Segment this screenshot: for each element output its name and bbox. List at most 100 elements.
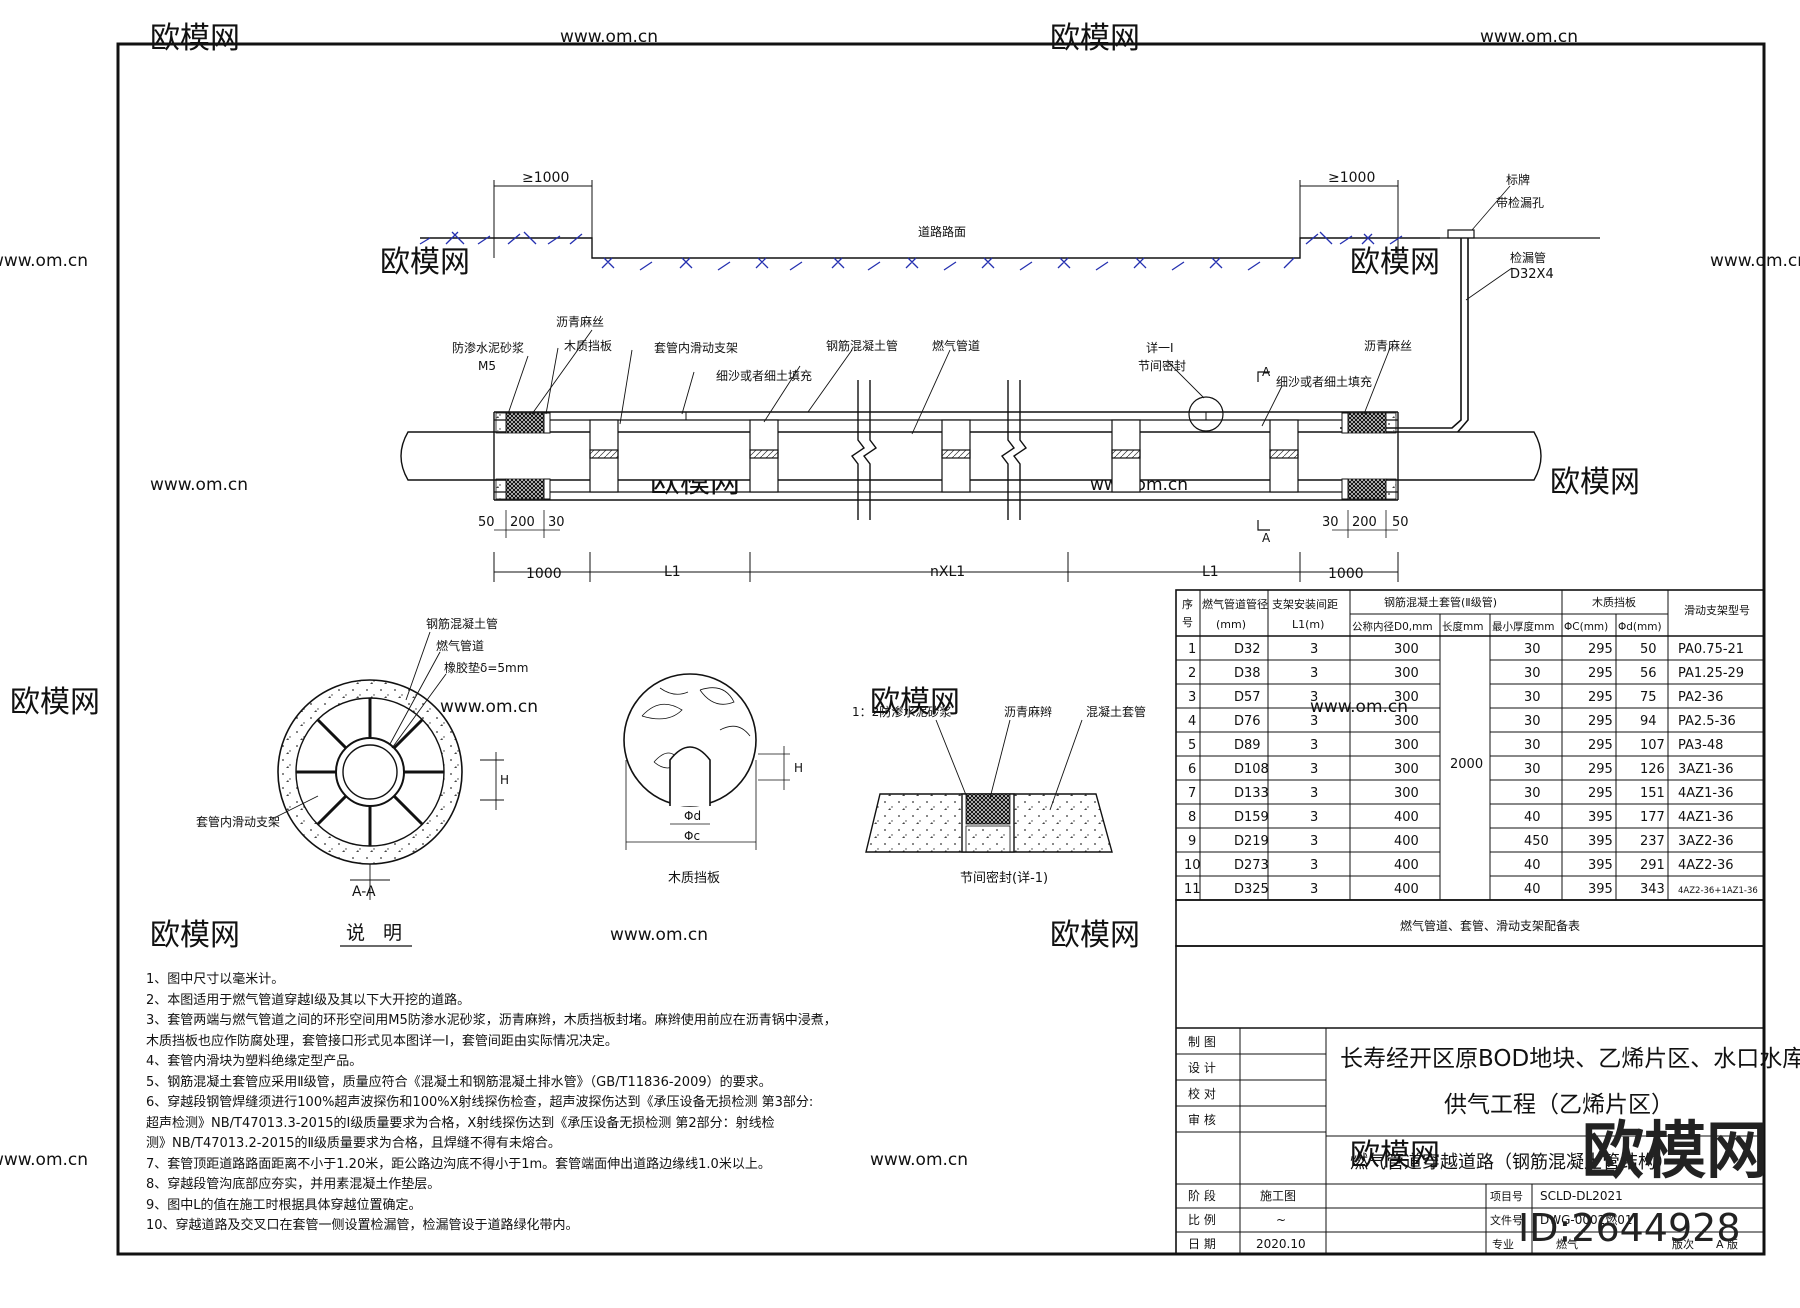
table-cell: 40 bbox=[1524, 858, 1541, 873]
project-name-line1: 长寿经开区原BOD地块、乙烯片区、水口水库片区 bbox=[1340, 1046, 1800, 1072]
wood-phi-c: Φc bbox=[684, 829, 700, 843]
joint-sleeve-label: 混凝土套管 bbox=[1086, 704, 1146, 719]
note-line: 7、套管顶距道路路面距离不小于1.20米，距公路边沟底不得小于1m。套管端面伸出… bbox=[146, 1156, 771, 1172]
table-cell: PA2-36 bbox=[1678, 690, 1723, 705]
table-cell: 3 bbox=[1310, 690, 1318, 705]
table-cell: D219 bbox=[1234, 834, 1269, 849]
table-cell: D57 bbox=[1234, 690, 1261, 705]
note-line: 6、穿越段钢管焊缝须进行100%超声波探伤和100%X射线探伤检查，超声波探伤达… bbox=[146, 1095, 814, 1110]
watermark-site-text: www.om.cn bbox=[870, 1150, 968, 1170]
table-cell: 177 bbox=[1640, 810, 1665, 825]
note-line: 10、穿越道路及交叉口在套管一侧设置检漏管，检漏管设于道路绿化带内。 bbox=[146, 1218, 579, 1233]
watermark-site-text: www.om.cn bbox=[1710, 251, 1800, 271]
major-label: 专业 bbox=[1492, 1237, 1514, 1251]
table-cell: 30 bbox=[1524, 642, 1541, 657]
section-aa bbox=[269, 631, 504, 900]
drawing-name: 燃气管道穿越道路（钢筋混凝土管结构） bbox=[1350, 1152, 1674, 1173]
table-cell: 94 bbox=[1640, 714, 1657, 729]
table-cell: 291 bbox=[1640, 858, 1665, 873]
elevation-view bbox=[400, 180, 1600, 582]
watermark-site-text: www.om.cn bbox=[560, 27, 658, 47]
table-cell: 30 bbox=[1524, 762, 1541, 777]
th-nominal-dia: 公称内径D0,mm bbox=[1352, 620, 1433, 633]
role-draw: 制 图 bbox=[1188, 1035, 1216, 1049]
spec-table-headers: 序 号 燃气管道管径 (mm) 支架安装间距 L1(m) 钢筋混凝土套管(Ⅱ级管… bbox=[1182, 595, 1750, 933]
watermark-site-text: www.om.cn bbox=[1480, 27, 1578, 47]
th-seq-2: 号 bbox=[1182, 616, 1193, 629]
note-line: 3、套管两端与燃气管道之间的环形空间用M5防渗水泥砂浆，沥青麻辫，木质挡板封堵。… bbox=[146, 1013, 837, 1028]
check-pipe-label: 检漏管 bbox=[1510, 250, 1546, 265]
table-cell: 75 bbox=[1640, 690, 1657, 705]
elevation-labels: ≥1000 ≥1000 道路路面 标牌 带检漏孔 检漏管 D32X4 沥青麻丝 … bbox=[452, 170, 1554, 582]
th-wood-group: 木质挡板 bbox=[1592, 595, 1636, 609]
watermark-layer: 欧模网 欧模网 欧模网 欧模网 欧模网 欧模网 欧模网 欧模网 欧模网 欧模网 … bbox=[10, 21, 1640, 1173]
table-cell: 151 bbox=[1640, 786, 1665, 801]
leak-hole-label: 带检漏孔 bbox=[1496, 195, 1544, 210]
watermark-brand-text: 欧模网 bbox=[1050, 918, 1140, 953]
table-cell: D325 bbox=[1234, 882, 1269, 897]
th-min-thickness: 最小厚度mm bbox=[1492, 620, 1554, 633]
road-surface-label: 道路路面 bbox=[918, 224, 966, 239]
asphalt-hemp-left: 沥青麻丝 bbox=[556, 314, 604, 329]
dim-min-cover-right: ≥1000 bbox=[1328, 170, 1375, 186]
table-length-value: 2000 bbox=[1450, 757, 1483, 772]
project-no-value: SCLD-DL2021 bbox=[1540, 1189, 1623, 1203]
table-cell: 40 bbox=[1524, 810, 1541, 825]
table-cell: PA0.75-21 bbox=[1678, 642, 1744, 657]
role-design: 设 计 bbox=[1188, 1061, 1216, 1075]
watermark-brand-text: 欧模网 bbox=[150, 21, 240, 56]
stage-value: 施工图 bbox=[1260, 1189, 1296, 1203]
date-label: 日 期 bbox=[1188, 1237, 1216, 1251]
table-cell: 6 bbox=[1188, 762, 1196, 777]
table-cell: D76 bbox=[1234, 714, 1261, 729]
project-name-line2: 供气工程（乙烯片区） bbox=[1444, 1092, 1674, 1118]
dim-main-5: 1000 bbox=[1328, 566, 1364, 582]
note-line: 1、图中尺寸以毫米计。 bbox=[146, 972, 285, 987]
th-length: 长度mm bbox=[1442, 620, 1483, 633]
dim-main-1: 1000 bbox=[526, 566, 562, 582]
table-cell: 3 bbox=[1310, 786, 1318, 801]
th-sleeve-group: 钢筋混凝土套管(Ⅱ级管) bbox=[1384, 595, 1497, 609]
watermark-brand-text: 欧模网 bbox=[1550, 465, 1640, 500]
table-cell: 450 bbox=[1524, 834, 1549, 849]
note-line: 9、图中L的值在施工时根据具体穿越位置确定。 bbox=[146, 1197, 422, 1213]
watermark-id: ID:2644928 bbox=[1518, 1206, 1741, 1250]
watermark-site-text: www.om.cn bbox=[0, 1150, 88, 1170]
table-cell: 395 bbox=[1588, 858, 1613, 873]
mortar-grade-label: M5 bbox=[478, 359, 496, 373]
table-cell: 300 bbox=[1394, 738, 1419, 753]
table-cell: 2 bbox=[1188, 666, 1196, 681]
notes-title: 说 明 bbox=[346, 922, 409, 944]
th-support-spacing: 支架安装间距 bbox=[1272, 597, 1338, 611]
table-cell: 9 bbox=[1188, 834, 1196, 849]
rc-pipe-label: 钢筋混凝土管 bbox=[826, 338, 898, 353]
table-cell: 295 bbox=[1588, 666, 1613, 681]
scale-value: ~ bbox=[1276, 1213, 1286, 1227]
joint-asphalt-label: 沥青麻辫 bbox=[1004, 704, 1052, 719]
note-line: 2、本图适用于燃气管道穿越Ⅰ级及其以下大开挖的道路。 bbox=[146, 992, 471, 1008]
table-cell: 3 bbox=[1310, 882, 1318, 897]
wood-board-view bbox=[623, 673, 790, 850]
table-cell: 4AZ1-36 bbox=[1678, 786, 1734, 801]
table-cell: 3AZ1-36 bbox=[1678, 762, 1734, 777]
title-block-text: 制 图 设 计 校 对 审 核 长寿经开区原BOD地块、乙烯片区、水口水库片区 … bbox=[1188, 1035, 1800, 1251]
table-cell: 30 bbox=[1524, 738, 1541, 753]
table-cell: 3 bbox=[1310, 714, 1318, 729]
th-seq-1: 序 bbox=[1182, 597, 1193, 611]
table-cell: 400 bbox=[1394, 858, 1419, 873]
watermark-site-layer: www.om.cn www.om.cn www.om.cn www.om.cn … bbox=[0, 27, 1800, 1170]
dim-small-2: 200 bbox=[510, 515, 535, 530]
dim-small-4: 30 bbox=[1322, 515, 1339, 530]
table-cell: 50 bbox=[1640, 642, 1657, 657]
table-cell: 5 bbox=[1188, 738, 1196, 753]
table-cell: 300 bbox=[1394, 666, 1419, 681]
version-value: A 版 bbox=[1716, 1237, 1738, 1251]
table-cell: 30 bbox=[1524, 786, 1541, 801]
table-cell: D108 bbox=[1234, 762, 1269, 777]
watermark-logo: 欧模网 bbox=[1582, 1114, 1769, 1187]
detail-ref-label: 详一I bbox=[1146, 340, 1174, 355]
aa-rubber-pad-label: 橡胶垫δ=5mm bbox=[444, 660, 528, 675]
table-cell: 3 bbox=[1310, 762, 1318, 777]
wood-phi-d: Φd bbox=[684, 809, 701, 823]
sand-fill-right-label: 细沙或者细土填充 bbox=[1276, 374, 1372, 389]
